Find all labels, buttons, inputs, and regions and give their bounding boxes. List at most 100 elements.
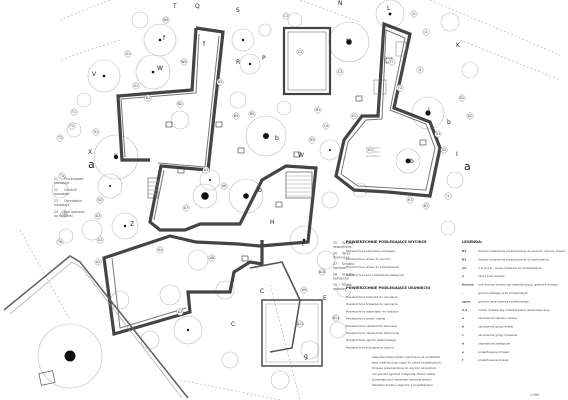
tree-number-bubble: B1 bbox=[144, 94, 152, 102]
tree-number-bubble: C2 bbox=[296, 48, 304, 56]
zone-letter: g bbox=[304, 353, 308, 360]
svg-text:29: 29 bbox=[333, 283, 337, 287]
zone-letter: R bbox=[236, 59, 240, 66]
svg-text:Przebudowa: Przebudowa bbox=[64, 177, 83, 181]
tree-number-bubble: U2 bbox=[96, 196, 104, 204]
tree-number-bubble: V1 bbox=[124, 50, 132, 58]
svg-text:F2: F2 bbox=[398, 86, 402, 90]
tree-number-bubble: A10 bbox=[318, 268, 326, 276]
svg-text:A3: A3 bbox=[178, 310, 182, 314]
svg-text:C4: C4 bbox=[324, 124, 328, 128]
legend-title: LEGENDA: bbox=[462, 240, 483, 244]
svg-text:projektowane krzewy: projektowane krzewy bbox=[478, 358, 509, 362]
svg-text:A-1: A-1 bbox=[462, 308, 467, 312]
building-east-wing bbox=[334, 21, 442, 198]
tree-number-bubble: A1 bbox=[96, 236, 104, 244]
tree-number-bubble: B3 bbox=[216, 78, 224, 86]
property-boundary bbox=[19, 0, 561, 400]
svg-text:Ogrodzenie: Ogrodzenie bbox=[64, 199, 82, 203]
tree-number-bubble: C4 bbox=[322, 122, 330, 130]
svg-text:C1: C1 bbox=[284, 14, 288, 18]
svg-text:T6: T6 bbox=[57, 240, 62, 244]
zone-letter: J bbox=[427, 107, 430, 114]
svg-text:T2: T2 bbox=[69, 124, 74, 128]
svg-text:C3: C3 bbox=[338, 70, 342, 74]
svg-text:22: 22 bbox=[54, 188, 58, 192]
svg-text:U2: U2 bbox=[98, 198, 102, 202]
svg-text:23: 23 bbox=[54, 199, 58, 203]
remove-table-row: Powierzchnia utwardzeń do rozbiórki bbox=[346, 309, 399, 313]
tree-number-bubble: C3 bbox=[336, 68, 344, 76]
svg-text:Murek: Murek bbox=[342, 283, 352, 287]
svg-text:A2: A2 bbox=[96, 260, 100, 264]
svg-text:kamienna: kamienna bbox=[333, 277, 349, 281]
tree-number-bubble: T1 bbox=[70, 108, 78, 116]
legend-item: oz.C.D.G.A.R - grupa krzewów do przesadz… bbox=[462, 266, 542, 270]
legend-item: A-1 numer drzewa wg inwentaryzacji dendro… bbox=[462, 308, 550, 312]
svg-text:oznaczenie szpaleru drzew: oznaczenie szpaleru drzew bbox=[478, 316, 518, 320]
tree-number-bubble: F1 bbox=[388, 58, 396, 66]
zone-letter: f bbox=[203, 41, 206, 48]
svg-text:A1: A1 bbox=[98, 238, 102, 242]
bottom-note-line: Drzewa przeznaczone do wycinki oznaczono bbox=[372, 366, 436, 370]
svg-text:A11: A11 bbox=[333, 316, 339, 320]
zone-letter: E bbox=[323, 295, 327, 302]
zone-letter-large: a bbox=[464, 160, 471, 173]
tree-number-bubble: B2 bbox=[176, 100, 184, 108]
bottom-note-line: prowadzić pod nadzorem terenów zieleni. bbox=[372, 377, 432, 381]
svg-text:A5: A5 bbox=[204, 168, 208, 172]
svg-text:26: 26 bbox=[333, 252, 337, 256]
cut-table-row: Powierzchnia pod nasadzenia zastępcze bbox=[346, 273, 404, 277]
svg-text:c: c bbox=[462, 333, 464, 337]
legend-item: zgod.granica opracowania projektowego bbox=[462, 299, 529, 303]
svg-text:U1: U1 bbox=[94, 130, 98, 134]
tree-number-bubble: E1 bbox=[350, 112, 358, 120]
zone-letter: K bbox=[456, 42, 461, 49]
svg-text:rzut korony drzewa wg inwentar: rzut korony drzewa wg inwentaryzacji, ga… bbox=[478, 283, 558, 287]
svg-text:J1: J1 bbox=[424, 30, 428, 34]
cut-table-row: Powierzchnia drzew do przesadzenia bbox=[346, 265, 399, 269]
svg-text:B4: B4 bbox=[462, 249, 466, 253]
tree-number-bubble: I1 bbox=[444, 192, 452, 200]
tree-number-bubble: J2 bbox=[410, 10, 418, 18]
svg-text:I2: I2 bbox=[419, 68, 422, 72]
svg-text:Taras: Taras bbox=[341, 252, 351, 256]
legend-item: -granica zasięgu prac projektowych bbox=[462, 291, 529, 295]
svg-text:oznaczenie grupy krzewów: oznaczenie grupy krzewów bbox=[478, 333, 518, 337]
svg-text:nasadzenia zastępcze: nasadzenia zastępcze bbox=[478, 341, 510, 345]
svg-text:Schody: Schody bbox=[342, 241, 354, 245]
svg-text:A8: A8 bbox=[210, 256, 214, 260]
svg-text:H1: H1 bbox=[408, 198, 412, 202]
tree-number-bubble: B4 bbox=[232, 112, 240, 120]
tree-number-bubble: V2 bbox=[132, 82, 140, 90]
zone-letter: b bbox=[447, 119, 451, 126]
tree-number-bubble: K1 bbox=[458, 94, 466, 102]
svg-text:W2: W2 bbox=[181, 60, 186, 64]
svg-text:F1: F1 bbox=[390, 60, 394, 64]
zone-letter: X bbox=[88, 149, 92, 156]
svg-text:A9: A9 bbox=[302, 288, 306, 292]
svg-text:I1: I1 bbox=[447, 194, 450, 198]
svg-text:T3: T3 bbox=[57, 136, 62, 140]
svg-text:numer drzewa wg inwentaryzacji: numer drzewa wg inwentaryzacji dendrolog… bbox=[478, 308, 550, 312]
notes-bottom: Inwentaryzacja zieleni wykonana na podst… bbox=[372, 355, 442, 387]
svg-text:obrys pnia drzewa: obrys pnia drzewa bbox=[478, 274, 505, 278]
tree-number-bubble: F2 bbox=[396, 84, 404, 92]
zone-letter: N bbox=[338, 0, 343, 7]
tree-number-bubble: U3 bbox=[94, 212, 102, 220]
svg-text:projektowane drzewa: projektowane drzewa bbox=[478, 350, 509, 354]
tree-number-bubble: A6 bbox=[220, 182, 228, 190]
remove-table-row: Powierzchnia krzewów do usunięcia bbox=[346, 302, 398, 306]
svg-text:A4: A4 bbox=[158, 248, 162, 252]
